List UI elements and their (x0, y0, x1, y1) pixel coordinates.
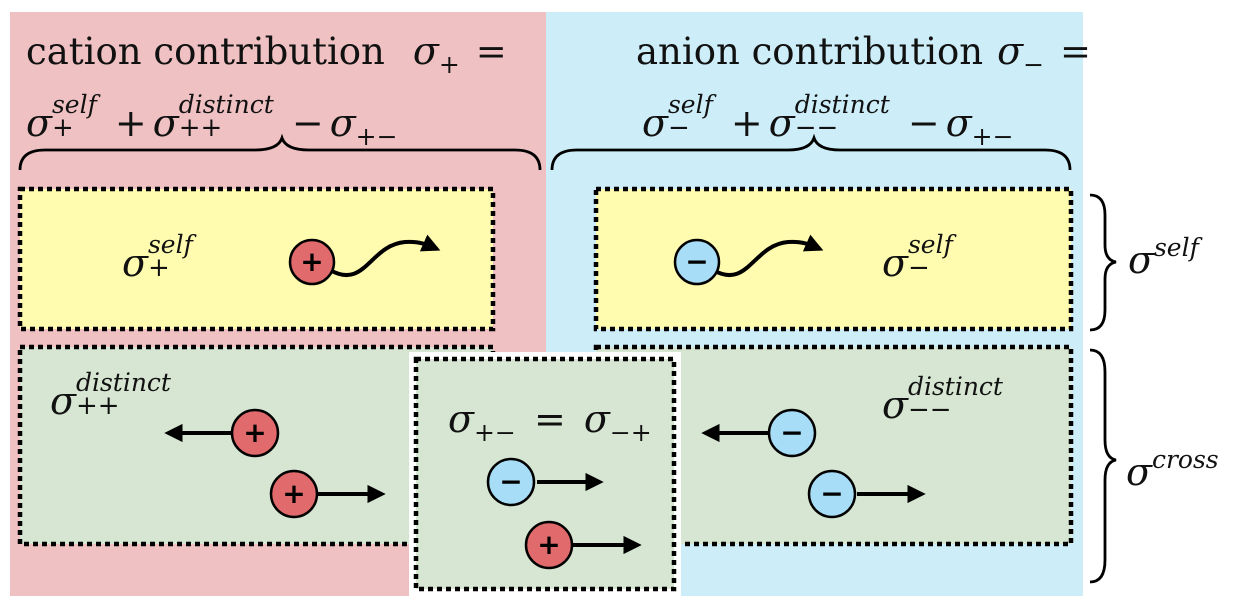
anion-ion-distinct-1: − (767, 408, 817, 458)
cation-self-term-sub: + (51, 113, 74, 143)
anion-cross-term-sigma: σ (945, 101, 972, 145)
cation-self-term-sigma: σ (26, 101, 52, 145)
cross-side-sup: cross (1151, 445, 1219, 474)
cation-ion-distinct-2: + (269, 469, 319, 519)
anion-distinct-term-sup: distinct (794, 90, 890, 119)
cation-cross-term-sub: +− (355, 122, 398, 151)
svg-text:+: + (243, 416, 266, 449)
cation-header-equals: = (475, 30, 507, 73)
anion-ion-distinct-2: − (807, 469, 857, 519)
self-side-sigma: σ (1128, 238, 1154, 282)
cation-distinct-label-sigma: σ (50, 379, 76, 423)
cation-distinct-term-sigma: σ (152, 101, 179, 145)
anion-distinct-term-sub: −− (794, 113, 839, 143)
anion-distinct-label-sigma: σ (882, 383, 908, 427)
svg-text:−: − (820, 477, 843, 510)
cation-distinct-term-sup: distinct (178, 90, 274, 119)
cation-header-line1: cation contribution σ+ = (26, 29, 507, 77)
anion-header-minus: − (907, 101, 940, 145)
cation-ion-self: + (288, 238, 336, 286)
cross-cation-ion: + (524, 520, 574, 570)
self-side-sup: self (1153, 233, 1199, 262)
cross-brace (1089, 348, 1117, 584)
anion-self-label-sup: self (907, 230, 953, 259)
cross-label-equals: = (533, 397, 566, 441)
cross-label-sigma1: σ (448, 397, 474, 441)
cation-header-minus: − (291, 101, 324, 145)
anion-distinct-label-sup: distinct (907, 372, 1003, 401)
anion-distinct-label-sub: −− (907, 395, 952, 425)
cross-label-sub1: +− (473, 418, 516, 447)
cross-label-sub2: −+ (609, 418, 652, 447)
cross-side-label: σcross (1126, 447, 1219, 494)
anion-header-text: anion contribution (636, 30, 984, 73)
cross-anion-ion: − (486, 457, 536, 507)
svg-text:+: + (537, 528, 560, 561)
anion-header-line1: anion contribution σ−= (636, 29, 1092, 77)
cation-header-text: cation contribution (26, 30, 385, 73)
cation-header-plus: + (114, 101, 147, 145)
cross-side-sigma: σ (1126, 450, 1152, 494)
anion-ion-self: − (673, 238, 721, 286)
anion-self-term-sigma: σ (642, 101, 668, 145)
cation-header-sigma: σ (412, 29, 439, 73)
anion-header-sigma-sub: − (1023, 50, 1045, 79)
cross-label-sigma2: σ (583, 397, 610, 441)
cation-brace (18, 133, 542, 171)
cation-self-label-sigma: σ (122, 241, 148, 285)
anion-header-sigma: σ (997, 29, 1024, 73)
anion-self-term-sup: self (667, 90, 713, 119)
cation-distinct-label-sub: ++ (75, 391, 120, 421)
self-brace (1089, 193, 1117, 332)
anion-header-equals: = (1060, 30, 1092, 73)
self-side-label: σself (1128, 235, 1199, 282)
cation-cross-term-sigma: σ (329, 101, 356, 145)
cation-self-label-sup: self (147, 230, 193, 259)
anion-cross-term-sub: +− (971, 122, 1014, 151)
anion-self-term-sub: − (667, 113, 690, 143)
cation-header-sigma-sub: + (438, 50, 460, 79)
cation-self-term-sup: self (51, 90, 97, 119)
anion-header-plus: + (730, 101, 763, 145)
svg-text:−: − (780, 416, 803, 449)
anion-self-label-sub: − (907, 253, 930, 283)
cross-label: σ+− = σ−+ (448, 397, 652, 445)
cation-self-label-sub: + (147, 253, 170, 283)
svg-text:+: + (282, 477, 305, 510)
cation-distinct-term-sub: ++ (178, 113, 223, 143)
cation-self-box (17, 186, 496, 332)
svg-text:−: − (499, 465, 522, 498)
cation-distinct-label-sup: distinct (75, 368, 171, 397)
cation-ion-distinct-1: + (230, 408, 280, 458)
svg-text:−: − (685, 245, 708, 278)
cation-self-arrow (329, 234, 441, 278)
anion-brace (550, 133, 1072, 171)
anion-self-box (593, 186, 1074, 332)
anion-self-label-sigma: σ (882, 241, 908, 285)
svg-text:+: + (300, 245, 323, 278)
anion-self-arrow (712, 234, 824, 278)
anion-distinct-term-sigma: σ (768, 101, 795, 145)
